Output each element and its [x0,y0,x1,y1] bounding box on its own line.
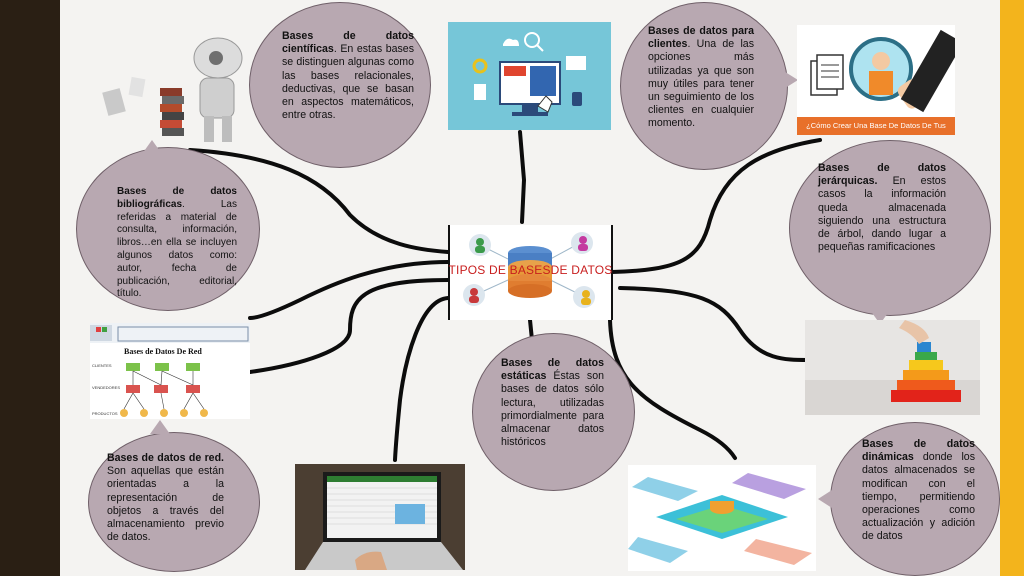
text-jerarquicas: Bases de datos jerárquicas. En estos cas… [818,162,946,254]
text-clientes: Bases de datos para clientes. Una de las… [648,25,754,131]
left-dark-band [0,0,60,576]
desc-cientificas: . En estas bases se distinguen algunas c… [282,43,414,122]
bubble-dinamicas [830,422,1000,576]
image-dinamicas-isometric [628,465,816,571]
red-row-label-3: PRODUCTOS [92,411,118,416]
image-clientes: ¿Cómo Crear Una Base De Datos De Tus Cli… [797,25,955,135]
database-network-icon [463,232,595,308]
title-red: Bases de datos de red. [107,452,224,464]
desc-clientes: . Una de las opciones más utilizadas ya … [648,38,754,130]
bubble-clientes [620,2,788,170]
tail-red [150,420,170,434]
text-red: Bases de datos de red. Son aquellas que … [107,452,224,544]
tail-bibliograficas [142,140,162,154]
red-row-label-2: VENDEDORES [92,385,121,390]
title-dinamicas: Bases de datos dinámicas [862,438,975,464]
connector-cientificas [188,148,450,254]
title-jerarquicas: Bases de datos jerárquicas. [818,162,946,188]
isometric-data-platform-icon [628,473,812,565]
connector-bibliograficas [248,260,450,320]
desc-bibliograficas: . Las referidas a material de consulta, … [117,198,237,300]
connector-top-center [518,130,527,224]
red-diagram-title: Bases de Datos De Red [124,347,202,356]
connector-red [248,278,450,374]
connector-jerarquicas [618,286,810,362]
title-bibliograficas: Bases de datos bibliográficas [117,186,237,210]
desc-red: Son aquellas que están orientadas a la r… [107,465,224,544]
bubble-red [88,432,260,572]
desc-jerarquicas: En estos casos la información queda alma… [818,175,946,254]
title-estaticas: Bases de datos estáticas [501,357,604,383]
connector-dinamicas-img [608,318,737,460]
desc-estaticas: Éstas son bases de datos sólo lectura, u… [501,370,604,449]
connector-laptop [393,296,450,462]
image-computer-analytics [448,22,611,130]
text-cientificas: Bases de datos científicas. En estas bas… [282,30,414,122]
image-red-diagram: Bases de Datos De Red CLIENTES VENDEDORE… [90,323,250,419]
laptop-spreadsheet-icon [295,464,465,570]
title-cientificas: Bases de datos científicas [282,30,414,56]
title-clientes: Bases de datos para clientes [648,25,754,51]
computer-screen-icon [472,32,586,116]
tail-dinamicas [818,490,832,508]
hierarchy-blocks-icon [805,320,980,415]
bubble-jerarquicas [789,140,991,316]
image-jerarquicas-blocks [805,320,980,415]
center-database-image [448,225,613,320]
robot-reading-books-icon [102,37,243,142]
bubble-estaticas [472,333,635,491]
text-estaticas: Bases de datos estáticas Éstas son bases… [501,357,604,449]
right-yellow-band [1000,0,1024,576]
bubble-bibliograficas [76,147,260,311]
text-dinamicas: Bases de datos dinámicas donde los datos… [862,438,975,544]
center-title: TIPOS DE BASESDE DATOS [448,263,613,277]
clientes-caption: ¿Cómo Crear Una Base De Datos De Tus Cli… [797,117,955,135]
image-bibliograficas-robot [100,28,260,148]
client-search-icon [810,29,955,113]
network-database-diagram-icon [90,323,250,417]
red-row-label-1: CLIENTES [92,363,112,368]
bubble-cientificas [249,2,431,168]
image-estaticas-laptop [295,464,465,570]
connector-clientes [610,138,822,274]
tail-clientes [782,70,798,90]
text-bibliograficas: Bases de datos bibliográficas. Las refer… [117,186,237,301]
desc-dinamicas: donde los datos almacenados se modifican… [862,451,975,543]
